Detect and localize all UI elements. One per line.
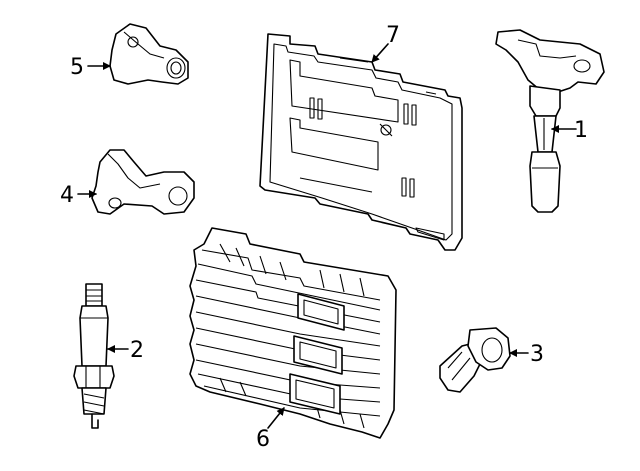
part-4-position-sensor bbox=[91, 149, 195, 215]
leader-6 bbox=[267, 407, 285, 429]
callout-6: 6 bbox=[256, 427, 270, 452]
callout-4: 4 bbox=[60, 183, 74, 208]
part-2-spark-plug bbox=[73, 283, 115, 429]
leader-7 bbox=[371, 43, 389, 63]
callout-7: 7 bbox=[386, 23, 400, 48]
callout-1: 1 bbox=[574, 118, 588, 143]
part-5-sensor bbox=[109, 23, 189, 85]
part-1-ignition-coil bbox=[495, 29, 605, 213]
callout-2: 2 bbox=[130, 338, 144, 363]
part-6-ecm-module bbox=[189, 227, 397, 439]
part-7-ecm-bracket bbox=[259, 33, 463, 251]
callout-5: 5 bbox=[70, 55, 84, 80]
part-3-knock-sensor bbox=[439, 327, 511, 393]
callout-3: 3 bbox=[530, 342, 544, 367]
callout-labels: 1 2 3 4 5 6 7 bbox=[60, 23, 588, 452]
leader-lines bbox=[77, 43, 577, 429]
